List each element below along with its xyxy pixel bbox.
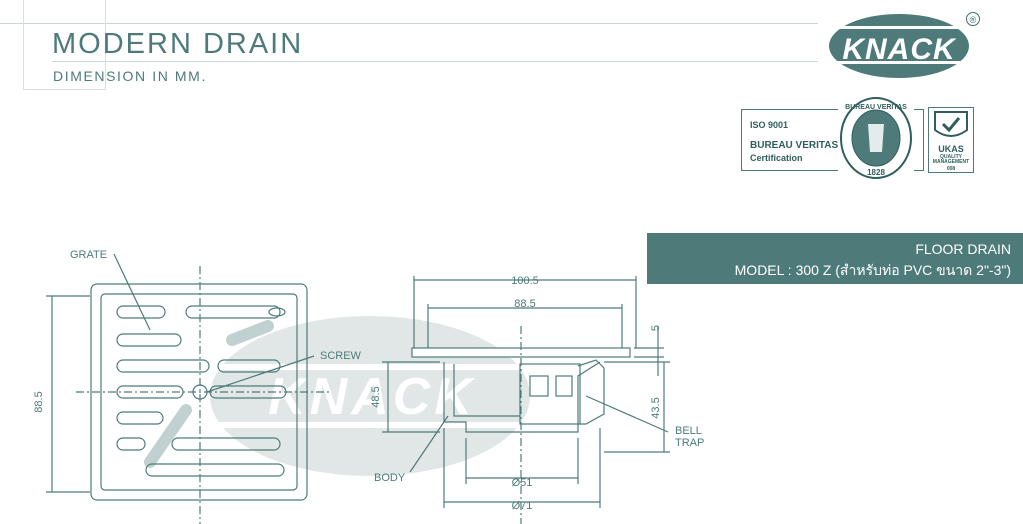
- ukas-mark: UKAS QUALITY MANAGEMENT 008: [928, 107, 974, 173]
- ukas-code: 008: [946, 166, 956, 172]
- iso-label: ISO 9001: [750, 120, 789, 130]
- dim-body-height: 48.5: [370, 386, 382, 407]
- dim-overall-width: 100.5: [511, 275, 539, 287]
- knack-logo: KNACK: [828, 12, 978, 80]
- technical-drawing: KNACK GRATE SCREW 88.5: [33, 249, 704, 524]
- knack-logo-icon: [828, 14, 970, 78]
- certification-type: Certification: [750, 153, 803, 163]
- logo-text: KNACK: [842, 33, 956, 66]
- product-name: FLOOR DRAIN: [915, 241, 1011, 257]
- product-model-bar: FLOOR DRAIN MODEL : 300 Z (สำหรับท่อ PVC…: [647, 233, 1023, 284]
- bureau-veritas-seal-icon: BUREAU VERITAS 1828: [838, 96, 914, 180]
- registered-mark: ®: [966, 12, 980, 26]
- label-body: BODY: [374, 472, 406, 484]
- subtitle-rule: [52, 61, 818, 62]
- dim-trap-height: 43.5: [650, 397, 662, 418]
- page-subtitle: DIMENSION IN MM.: [53, 68, 207, 84]
- page-title: MODERN DRAIN: [52, 28, 304, 60]
- dim-outlet-diameter: Ø51: [512, 477, 533, 489]
- ukas-sub1: QUALITY: [940, 154, 962, 160]
- dim-outer-diameter: Ø71: [512, 500, 533, 512]
- dim-plan-side: 88.5: [33, 391, 45, 412]
- seal-year: 1828: [867, 168, 885, 177]
- watermark-text: KNACK: [268, 368, 476, 426]
- section-view: [382, 276, 670, 524]
- iso-certification-box: ISO 9001 BUREAU VERITAS Certification: [741, 109, 924, 171]
- crown-tick-icon: [934, 111, 968, 137]
- seal-top-text: BUREAU VERITAS: [845, 104, 907, 111]
- corner-frame: [23, 0, 106, 90]
- label-grate: GRATE: [70, 249, 107, 261]
- label-trap: TRAP: [675, 437, 704, 449]
- ukas-label: UKAS: [938, 144, 964, 154]
- label-bell: BELL: [675, 425, 702, 437]
- dim-inner-width: 88.5: [514, 298, 535, 310]
- ukas-sub2: MANAGEMENT: [932, 159, 970, 165]
- product-model: MODEL : 300 Z (สำหรับท่อ PVC ขนาด 2"-3"): [734, 262, 1011, 278]
- header-rule: [0, 23, 818, 24]
- dim-flange-thickness: 5: [650, 325, 662, 331]
- plan-view: [46, 253, 330, 524]
- knack-watermark: KNACK: [200, 316, 540, 476]
- certifier-name: BUREAU VERITAS: [750, 140, 839, 151]
- label-screw: SCREW: [320, 350, 362, 362]
